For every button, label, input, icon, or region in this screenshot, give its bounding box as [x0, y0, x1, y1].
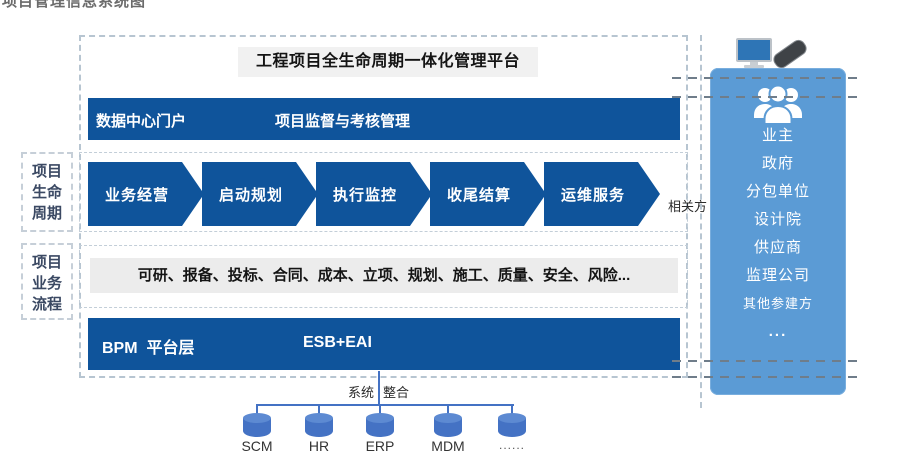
- stakeholder-connector-line: [672, 96, 858, 98]
- lifecycle-stage-chevron: 收尾结算: [430, 162, 546, 226]
- page-caption-clipped: 项目管理信息系统图: [2, 0, 222, 9]
- system-label-ellipsis: ......: [498, 438, 525, 452]
- monitor-icon: [736, 38, 772, 68]
- row-label-process: 项目 业务 流程: [21, 243, 73, 320]
- integration-drop-line: [318, 404, 320, 414]
- row-label-line: 周期: [31, 205, 62, 222]
- row-label-lifecycle: 项目 生命 周期: [21, 152, 73, 232]
- system-label: HR: [308, 438, 330, 454]
- database-cylinder-icon: [243, 413, 271, 437]
- platform-layer-bar: BPM 平台层 ESB+EAI: [88, 318, 680, 370]
- lifecycle-stage-chevron: 执行监控: [316, 162, 432, 226]
- stakeholder-item: 分包单位: [745, 183, 810, 200]
- row-label-line: 业务: [31, 275, 62, 292]
- integration-bus-line: [257, 404, 514, 406]
- page-caption-text: 项目管理信息系统图: [2, 0, 147, 9]
- system-label: MDM: [431, 438, 465, 454]
- integration-drop-line: [256, 404, 258, 414]
- stakeholder-connector-line: [672, 376, 858, 378]
- integration-drop-line: [447, 404, 449, 414]
- stakeholder-connector-line: [672, 77, 858, 79]
- lifecycle-stage-chevron: 运维服务: [544, 162, 660, 226]
- row-label-line: 项目: [31, 163, 62, 180]
- stakeholders-caption: 相关方: [668, 199, 708, 214]
- stakeholder-item: 业主: [761, 127, 794, 144]
- stakeholder-item: 供应商: [753, 239, 802, 256]
- stakeholders-panel: 业主 政府 分包单位 设计院 供应商 监理公司 其他参建方 ...: [710, 68, 846, 395]
- stakeholder-list: 业主 政府 分包单位 设计院 供应商 监理公司 其他参建方 ...: [743, 128, 813, 339]
- platform-title: 工程项目全生命周期一体化管理平台: [238, 47, 538, 77]
- system-label: ERP: [365, 438, 395, 454]
- smartphone-icon: [770, 37, 810, 71]
- row-label-line: 生命: [31, 184, 62, 201]
- lifecycle-row-frame: [79, 152, 688, 232]
- stakeholder-item: 政府: [761, 155, 794, 172]
- platform-bar-right-label: ESB+EAI: [303, 334, 372, 351]
- portal-bar: 数据中心门户 项目监督与考核管理: [88, 98, 680, 140]
- stakeholder-item: 设计院: [753, 211, 802, 228]
- database-cylinder-icon: [434, 413, 462, 437]
- stakeholder-item: 监理公司: [745, 267, 810, 284]
- integration-label-left: 系统: [348, 385, 375, 400]
- integration-stem-line: [378, 371, 380, 405]
- row-label-line: 流程: [31, 296, 62, 313]
- row-label-line: 项目: [31, 254, 62, 271]
- people-group-icon: [754, 84, 802, 124]
- system-label: SCM: [241, 438, 273, 454]
- database-cylinder-icon: [366, 413, 394, 437]
- lifecycle-stage-chevron: 启动规划: [202, 162, 318, 226]
- integration-drop-line: [511, 404, 513, 414]
- stakeholder-connector-line: [672, 360, 858, 362]
- business-process-bar: 可研、报备、投标、合同、成本、立项、规划、施工、质量、安全、风险...: [90, 258, 678, 293]
- stakeholder-divider-dashed-line: [700, 35, 702, 408]
- stakeholder-item: 其他参建方: [742, 296, 813, 311]
- portal-bar-left-label: 数据中心门户: [96, 113, 187, 130]
- portal-bar-right-label: 项目监督与考核管理: [275, 113, 411, 130]
- lifecycle-stage-chevron: 业务经营: [88, 162, 204, 226]
- platform-bar-left-label: BPM 平台层: [102, 340, 195, 357]
- integration-drop-line: [379, 404, 381, 414]
- stakeholder-item-ellipsis: ...: [768, 323, 788, 340]
- database-cylinder-icon: [305, 413, 333, 437]
- integration-label-right: 整合: [383, 385, 410, 400]
- process-row-frame: [79, 245, 688, 308]
- database-cylinder-icon: [498, 413, 526, 437]
